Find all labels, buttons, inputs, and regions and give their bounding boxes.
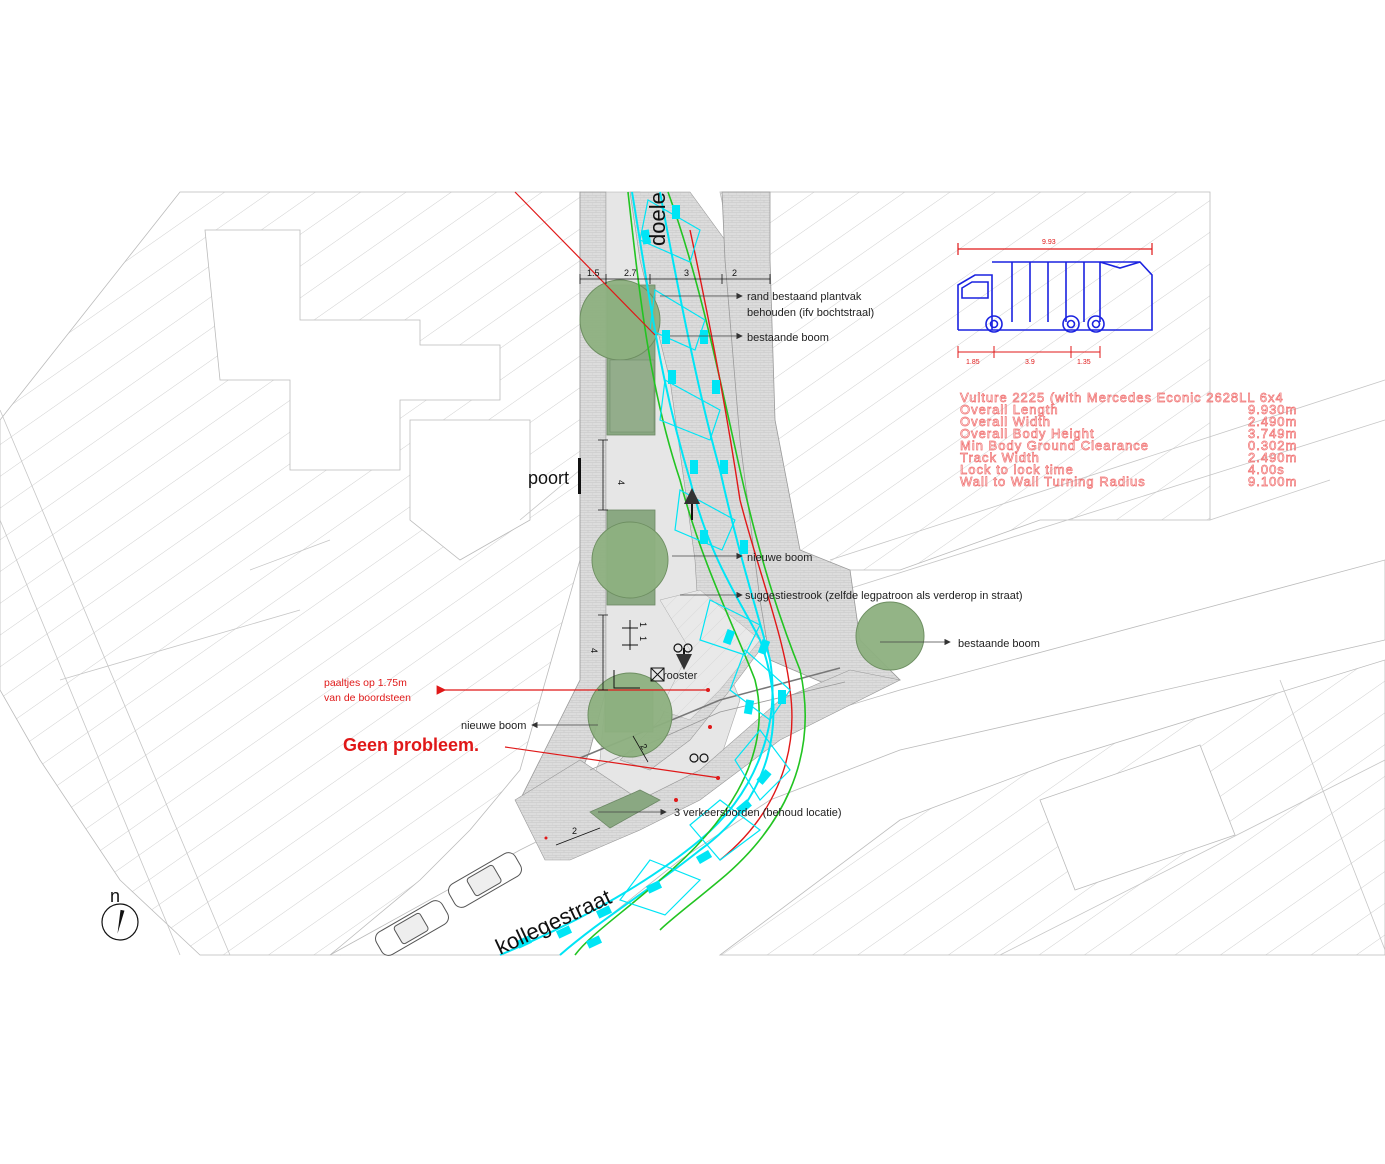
vehicle-axle-dim [957, 346, 1101, 358]
spec-label-1: Overall Length [960, 402, 1059, 417]
axle-label-1: 1.85 [966, 359, 980, 366]
building-outline-bottom-right [1039, 744, 1236, 891]
spec-value-5: 2.490m [1248, 450, 1297, 465]
label-nieuwe-boom-left: nieuwe boom [461, 720, 526, 732]
dim-top-4: 2 [732, 268, 737, 278]
label-nieuwe-boom-mid: nieuwe boom [747, 552, 812, 564]
street-label-doele: doele [645, 192, 670, 246]
label-geen-probleem: Geen probleem. [343, 735, 479, 755]
red-lines [436, 191, 721, 779]
spec-value-6: 4.00s [1248, 462, 1285, 477]
small-dim-marks [613, 620, 640, 689]
spec-label-7: Wall to Wall Turning Radius [960, 474, 1146, 489]
rooster-symbol [650, 667, 665, 682]
spec-label-6: Lock to lock time [960, 462, 1074, 477]
truck-icon [957, 261, 1153, 333]
axle-label-2: 3.9 [1025, 359, 1035, 366]
red-line-top [514, 191, 656, 336]
dim-top-3: 3 [684, 268, 689, 278]
dim-bottom-left: 2 [572, 826, 577, 836]
spec-value-7: 9.100m [1248, 474, 1297, 489]
dim-corner: 2 [638, 742, 649, 751]
envelope-red [689, 229, 793, 861]
context-layer [0, 191, 1385, 956]
leader-lines [531, 292, 951, 816]
vehicle-length-dim [957, 243, 1153, 255]
label-bestaande-boom-right: bestaande boom [958, 638, 1040, 650]
swept-path-inner [499, 191, 774, 956]
label-paaltjes-2: van de boordsteen [324, 692, 411, 704]
axle-label-3: 1.35 [1077, 359, 1091, 366]
spec-value-2: 2.490m [1248, 414, 1297, 429]
dim-spacing-top: 4 [616, 480, 626, 485]
vehicle-outline-positions [619, 199, 791, 916]
planting-layer [579, 279, 925, 829]
dim-top-1: 1.5 [587, 268, 600, 278]
spec-label-4: Min Body Ground Clearance [960, 438, 1149, 453]
wheel-marks [515, 205, 786, 949]
planter-bed-corner [589, 789, 661, 829]
vehicle-diagram: 9.93 1.85 3.9 1.35 Vulture 2225 (with Me… [957, 239, 1297, 490]
spec-line-0: Vulture 2225 (with Mercedes Econic 2628L… [960, 390, 1284, 405]
dimension-lines [555, 274, 771, 846]
dimension-labels: 1.5 2.7 3 2 4 4 1 1 2 2 [572, 268, 737, 836]
label-verkeersborden: 3 verkeersborden (behoud locatie) [674, 807, 842, 819]
tree-existing-right [855, 601, 925, 671]
label-bestaande-boom-top: bestaande boom [747, 332, 829, 344]
north-label: n [110, 886, 120, 906]
label-suggestiestrook: suggestiestrook (zelfde legpatroon als v… [745, 590, 1023, 602]
parked-cars [375, 852, 522, 956]
spec-label-5: Track Width [960, 450, 1040, 465]
north-needle-icon [117, 909, 125, 934]
dim-top-2: 2.7 [624, 268, 637, 278]
spec-value-3: 3.749m [1248, 426, 1297, 441]
spec-label-2: Overall Width [960, 414, 1051, 429]
vehicle-spec-table: Vulture 2225 (with Mercedes Econic 2628L… [960, 390, 1297, 490]
label-rand-2: behouden (ifv bochtstraal) [747, 307, 874, 319]
gate-mark [578, 458, 581, 494]
spec-value-1: 9.930m [1248, 402, 1297, 417]
building-outline-upper-left-2 [409, 419, 531, 561]
tree-new-mid [591, 521, 669, 599]
bike-symbols [673, 643, 709, 763]
building-outline-upper-left [204, 229, 501, 471]
planter-inner-top [609, 359, 655, 433]
label-paaltjes-1: paaltjes op 1.75m [324, 677, 407, 689]
swept-path-layer [499, 191, 806, 956]
dim-spacing-bottom: 4 [589, 648, 599, 653]
envelope-green-right [659, 191, 806, 931]
spec-value-4: 0.302m [1248, 438, 1297, 453]
label-rooster: rooster [663, 670, 698, 682]
dim-small-a: 1 [638, 622, 648, 627]
vehicle-length-label: 9.93 [1042, 239, 1056, 246]
label-rand-1: rand bestaand plantvak [747, 291, 862, 303]
north-arrow: n [101, 886, 139, 941]
gate-label: poort [528, 468, 569, 488]
annotation-labels: rand bestaand plantvak behouden (ifv boc… [324, 291, 1040, 819]
spec-label-3: Overall Body Height [960, 426, 1095, 441]
dim-small-b: 1 [638, 636, 648, 641]
tree-new-low [587, 672, 673, 758]
red-line-geen-probleem [504, 746, 721, 779]
